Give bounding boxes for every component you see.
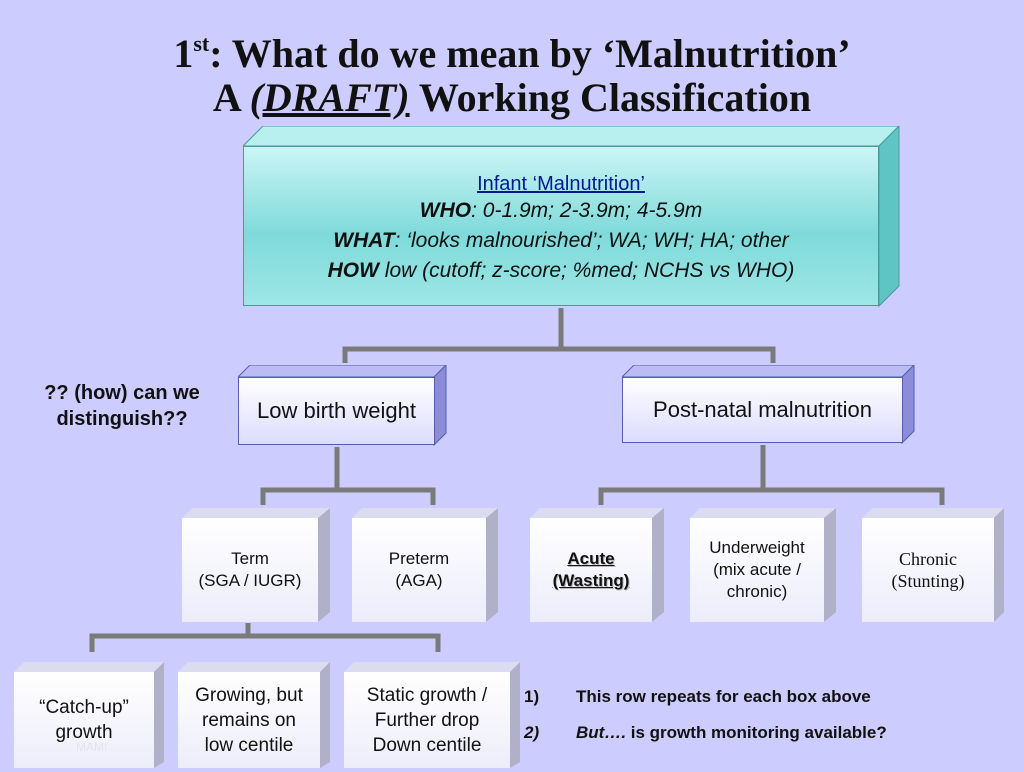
postnatal-box-face: Post-natal malnutrition xyxy=(622,377,903,443)
how-line: HOW low (cutoff; z-score; %med; NCHS vs … xyxy=(327,259,795,282)
static-growth-box: Static growth / Further drop Down centil… xyxy=(344,662,520,768)
mami-watermark: MAMI xyxy=(76,740,108,754)
footnote-1-number: 1) xyxy=(524,687,540,706)
acute-box-face: Acute (Wasting) xyxy=(530,518,652,622)
static-line3: Down centile xyxy=(372,734,482,756)
preterm-box-bevel xyxy=(352,508,498,622)
footnote-2-text: But…. is growth monitoring available? xyxy=(576,723,887,742)
low-birth-weight-box: Low birth weight xyxy=(238,365,447,447)
footnote-2-number: 2) xyxy=(524,723,540,742)
who-line: WHO: 0-1.9m; 2-3.9m; 4-5.9m xyxy=(419,199,703,222)
main-box-heading: Infant ‘Malnutrition’ xyxy=(477,173,645,195)
underweight-box-face: Underweight (mix acute / chronic) xyxy=(690,518,824,622)
term-box-bevel xyxy=(182,508,330,622)
distinguish-question: ?? (how) can we distinguish?? xyxy=(44,382,200,430)
growing-line1: Growing, but xyxy=(195,684,303,706)
chronic-line2: (Stunting) xyxy=(891,571,965,591)
slide-title-line1: 1st: What do we mean by ‘Malnutrition’ xyxy=(173,31,851,76)
acute-line1: Acute xyxy=(567,549,615,568)
static-line1: Static growth / xyxy=(366,684,488,706)
underweight-line2: (mix acute / xyxy=(713,560,801,579)
static-line2: Further drop xyxy=(374,709,480,731)
catchup-line2: growth xyxy=(55,722,113,743)
lbw-label: Low birth weight xyxy=(257,398,416,423)
underweight-box-bevel xyxy=(690,508,836,622)
connector-lbw-bar xyxy=(260,487,436,505)
term-line1: Term xyxy=(231,549,269,568)
growing-line2: remains on xyxy=(202,709,296,731)
preterm-box-face: Preterm (AGA) xyxy=(352,518,486,622)
connector-term-bar xyxy=(89,633,441,652)
chronic-line1: Chronic xyxy=(899,549,957,569)
infant-malnutrition-box: Infant ‘Malnutrition’ WHO: 0-1.9m; 2-3.9… xyxy=(243,126,900,308)
term-line2: (SGA / IUGR) xyxy=(198,571,302,590)
chronic-box-face: Chronic (Stunting) xyxy=(862,518,994,622)
main-box-bevel xyxy=(243,126,900,308)
growing-box-bevel xyxy=(178,662,330,768)
acute-box-bevel xyxy=(530,508,664,622)
static-box-bevel xyxy=(344,662,520,768)
underweight-line1: Underweight xyxy=(709,538,805,557)
growing-line3: low centile xyxy=(204,734,294,756)
catchup-box-face: “Catch-up” growth xyxy=(14,672,154,768)
chronic-box-bevel xyxy=(862,508,1004,622)
footnote-1-text: This row repeats for each box above xyxy=(576,687,871,706)
preterm-line2: (AGA) xyxy=(395,571,443,590)
preterm-line1: Preterm xyxy=(388,549,450,568)
chronic-box: Chronic (Stunting) xyxy=(862,508,1004,622)
slide-title-line2: A (DRAFT) Working Classification xyxy=(212,75,812,120)
term-box-face: Term (SGA / IUGR) xyxy=(182,518,318,622)
post-natal-malnutrition-box: Post-natal malnutrition xyxy=(622,365,915,445)
underweight-line3: chronic) xyxy=(726,582,788,601)
acute-box: Acute (Wasting) xyxy=(530,508,664,622)
growing-low-centile-box: Growing, but remains on low centile xyxy=(178,662,330,768)
catchup-line1: “Catch-up” xyxy=(39,697,129,718)
postnatal-label: Post-natal malnutrition xyxy=(653,397,872,422)
static-box-face: Static growth / Further drop Down centil… xyxy=(344,672,510,768)
catchup-box-bevel xyxy=(14,662,164,768)
underweight-box: Underweight (mix acute / chronic) xyxy=(690,508,836,622)
connector-postnatal-bar xyxy=(598,487,945,505)
main-box-face: Infant ‘Malnutrition’ WHO: 0-1.9m; 2-3.9… xyxy=(243,146,879,306)
what-line: WHAT: ‘looks malnourished’; WA; WH; HA; … xyxy=(333,229,789,252)
term-box: Term (SGA / IUGR) xyxy=(182,508,330,622)
draft-label: (DRAFT) xyxy=(249,75,410,120)
connector-level2-bar xyxy=(342,346,776,363)
growing-box-face: Growing, but remains on low centile xyxy=(178,672,320,768)
lbw-box-face: Low birth weight xyxy=(238,377,435,445)
preterm-box: Preterm (AGA) xyxy=(352,508,498,622)
postnatal-box-bevel xyxy=(622,365,915,445)
catch-up-growth-box: “Catch-up” growth xyxy=(14,662,164,768)
acute-line2: (Wasting) xyxy=(552,571,630,590)
